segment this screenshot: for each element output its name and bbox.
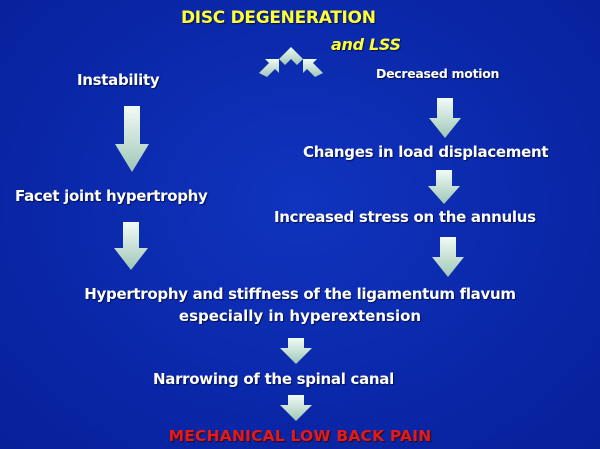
- down-arrow-icon: [280, 395, 312, 421]
- right-step-changes-in-load-displacement: Changes in load displacement: [303, 143, 549, 161]
- title-disc-degeneration: DISC DEGENERATION: [181, 8, 376, 28]
- narrowing-of-spinal-canal: Narrowing of the spinal canal: [153, 370, 394, 388]
- down-arrow-icon: [429, 98, 461, 138]
- down-arrow-icon: [114, 222, 148, 270]
- split-arrow-icon: [259, 47, 323, 77]
- down-arrow-icon: [115, 106, 149, 172]
- merge-line-hyperextension: especially in hyperextension: [178, 307, 422, 325]
- merge-line-ligamentum-flavum: Hypertrophy and stiffness of the ligamen…: [84, 285, 516, 303]
- left-step-instability: Instability: [77, 71, 160, 89]
- left-step-facet-joint-hypertrophy: Facet joint hypertrophy: [15, 187, 208, 205]
- right-step-decreased-motion: Decreased motion: [376, 66, 500, 81]
- title-and-lss: and LSS: [331, 35, 401, 54]
- outcome-mechanical-low-back-pain: MECHANICAL LOW BACK PAIN: [168, 427, 432, 445]
- down-arrow-icon: [428, 170, 460, 204]
- down-arrow-icon: [432, 237, 464, 277]
- down-arrow-icon: [280, 338, 312, 364]
- right-step-increased-stress-on-annulus: Increased stress on the annulus: [274, 208, 536, 226]
